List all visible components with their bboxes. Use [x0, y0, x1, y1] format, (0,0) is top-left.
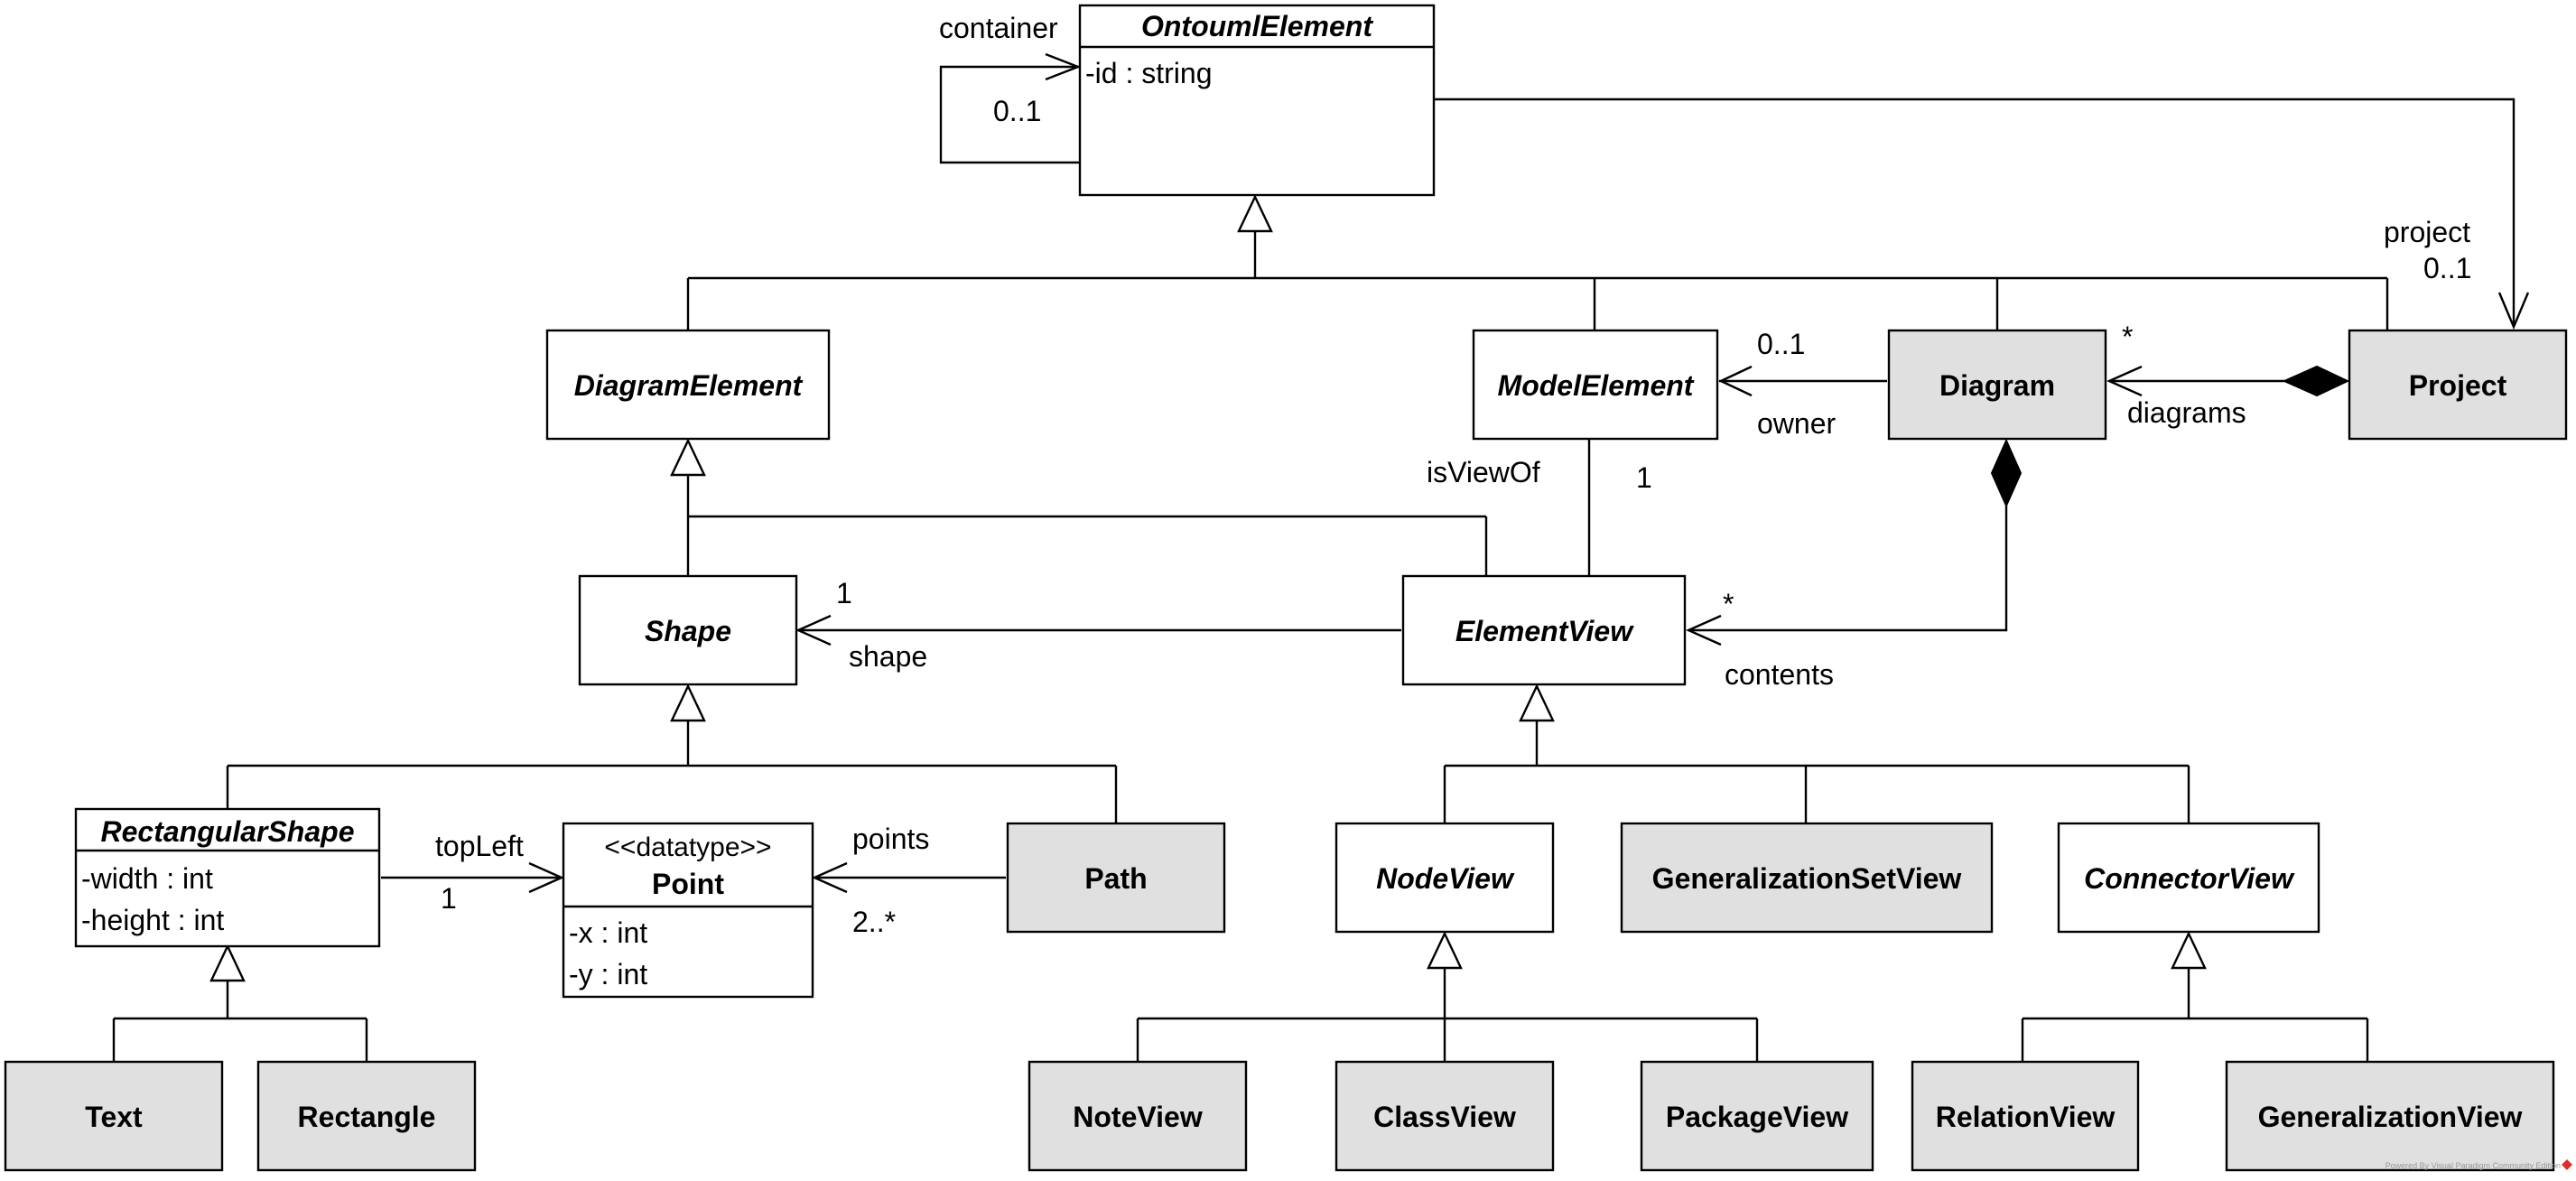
- class-name: NodeView: [1376, 862, 1515, 895]
- class-element-view[interactable]: ElementView: [1401, 574, 1687, 686]
- class-generalization-view[interactable]: GeneralizationView: [2225, 1060, 2555, 1172]
- generalization-node-view: [1136, 931, 1759, 1062]
- composition-contents: * contents: [1686, 438, 2023, 691]
- class-class-view[interactable]: ClassView: [1334, 1060, 1555, 1172]
- contents-role: contents: [1725, 658, 1834, 691]
- class-name: OntoumlElement: [1141, 10, 1373, 42]
- association-top-left: topLeft 1: [381, 830, 564, 915]
- class-relation-view[interactable]: RelationView: [1911, 1060, 2140, 1172]
- is-view-of-role: isViewOf: [1427, 456, 1540, 488]
- generalization-arrowhead: [209, 944, 246, 982]
- class-stereotype: <<datatype>>: [604, 832, 771, 862]
- composition-diamond: [1990, 438, 2023, 508]
- contents-multiplicity: *: [1723, 588, 1734, 620]
- class-name: RectangularShape: [101, 815, 355, 848]
- shape-role: shape: [849, 640, 927, 673]
- points-multiplicity: 2..*: [852, 906, 896, 938]
- class-name: ElementView: [1455, 615, 1634, 647]
- generalization-arrowhead: [670, 438, 706, 477]
- class-name: Project: [2409, 369, 2507, 402]
- owner-multiplicity: 0..1: [1757, 328, 1805, 360]
- class-rectangle[interactable]: Rectangle: [256, 1060, 477, 1172]
- classes: OntoumlElement -id : string DiagramEleme…: [4, 4, 2568, 1172]
- generalization-arrowhead: [2171, 931, 2207, 970]
- class-attribute: -x : int: [569, 916, 647, 949]
- top-left-multiplicity: 1: [441, 882, 457, 915]
- class-attribute: -width : int: [81, 862, 213, 895]
- project-multiplicity: 0..1: [2423, 252, 2471, 284]
- association-container: container 0..1: [939, 12, 1082, 164]
- class-diagram-element[interactable]: DiagramElement: [545, 329, 831, 441]
- class-attribute: -id : string: [1085, 57, 1212, 89]
- class-path[interactable]: Path: [1006, 822, 1226, 934]
- association-project: project 0..1: [1434, 98, 2530, 330]
- composition-diagrams: * diagrams: [2106, 321, 2350, 429]
- generalization-rectangular-shape: [112, 944, 368, 1062]
- generalization-arrowhead: [1519, 683, 1555, 722]
- class-name: DiagramElement: [574, 369, 804, 402]
- watermark-text: Powered By Visual Paradigm Community Edi…: [2385, 1161, 2561, 1170]
- owner-role: owner: [1757, 407, 1837, 440]
- generalization-connector-view: [2021, 931, 2369, 1062]
- class-point[interactable]: <<datatype>> Point -x : int -y : int: [562, 822, 814, 999]
- class-attribute: -y : int: [569, 958, 647, 990]
- class-name: RelationView: [1936, 1101, 2116, 1133]
- class-name: Point: [652, 868, 724, 900]
- association-owner: 0..1 owner: [1718, 328, 1887, 440]
- points-role: points: [852, 823, 929, 855]
- class-name: ModelElement: [1498, 369, 1695, 402]
- generalization-diagram-element: [670, 438, 1488, 576]
- container-multiplicity: 0..1: [993, 95, 1041, 127]
- watermark: Powered By Visual Paradigm Community Edi…: [2385, 1159, 2572, 1170]
- is-view-of-multiplicity: 1: [1636, 461, 1652, 494]
- class-name: ConnectorView: [2084, 862, 2295, 895]
- visual-paradigm-logo-icon: [2562, 1159, 2572, 1170]
- class-shape[interactable]: Shape: [578, 574, 798, 686]
- generalization-arrowhead: [1427, 931, 1463, 970]
- class-name: Rectangle: [298, 1101, 436, 1133]
- generalization-ontouml-element: [686, 194, 2389, 330]
- generalization-element-view: [1443, 683, 2190, 823]
- class-diagram[interactable]: Diagram: [1887, 329, 2107, 441]
- generalization-arrowhead: [670, 683, 706, 722]
- diagrams-role: diagrams: [2127, 396, 2246, 429]
- class-node-view[interactable]: NodeView: [1334, 822, 1555, 934]
- class-attribute: -height : int: [81, 904, 224, 936]
- class-note-view[interactable]: NoteView: [1028, 1060, 1248, 1172]
- class-name: GeneralizationSetView: [1652, 862, 1962, 895]
- class-text[interactable]: Text: [4, 1060, 224, 1172]
- class-name: Path: [1084, 862, 1147, 895]
- class-generalization-set-view[interactable]: GeneralizationSetView: [1620, 822, 1994, 934]
- composition-diamond: [2282, 365, 2350, 397]
- top-left-role: topLeft: [435, 830, 524, 862]
- class-name: ClassView: [1373, 1101, 1516, 1133]
- class-connector-view[interactable]: ConnectorView: [2057, 822, 2320, 934]
- class-name: Shape: [645, 615, 731, 647]
- class-name: Text: [85, 1101, 143, 1133]
- class-name: NoteView: [1073, 1101, 1203, 1133]
- association-points: points 2..*: [812, 823, 1006, 938]
- class-model-element[interactable]: ModelElement: [1472, 329, 1719, 441]
- class-name: Diagram: [1939, 369, 2055, 402]
- class-ontouml-element[interactable]: OntoumlElement -id : string: [1078, 4, 1436, 197]
- diagrams-multiplicity: *: [2122, 321, 2133, 353]
- class-package-view[interactable]: PackageView: [1640, 1060, 1874, 1172]
- class-name: PackageView: [1666, 1101, 1848, 1133]
- association-shape: 1 shape: [795, 577, 1401, 673]
- generalization-shape: [226, 683, 1118, 823]
- class-project[interactable]: Project: [2348, 329, 2568, 441]
- project-role: project: [2384, 216, 2470, 248]
- class-rectangular-shape[interactable]: RectangularShape -width : int -height : …: [74, 807, 381, 948]
- class-name: GeneralizationView: [2258, 1101, 2523, 1133]
- connectors: isViewOf 1: [112, 12, 2530, 1062]
- shape-multiplicity: 1: [836, 577, 852, 609]
- generalization-arrowhead: [1237, 194, 1273, 233]
- container-role: container: [939, 12, 1058, 44]
